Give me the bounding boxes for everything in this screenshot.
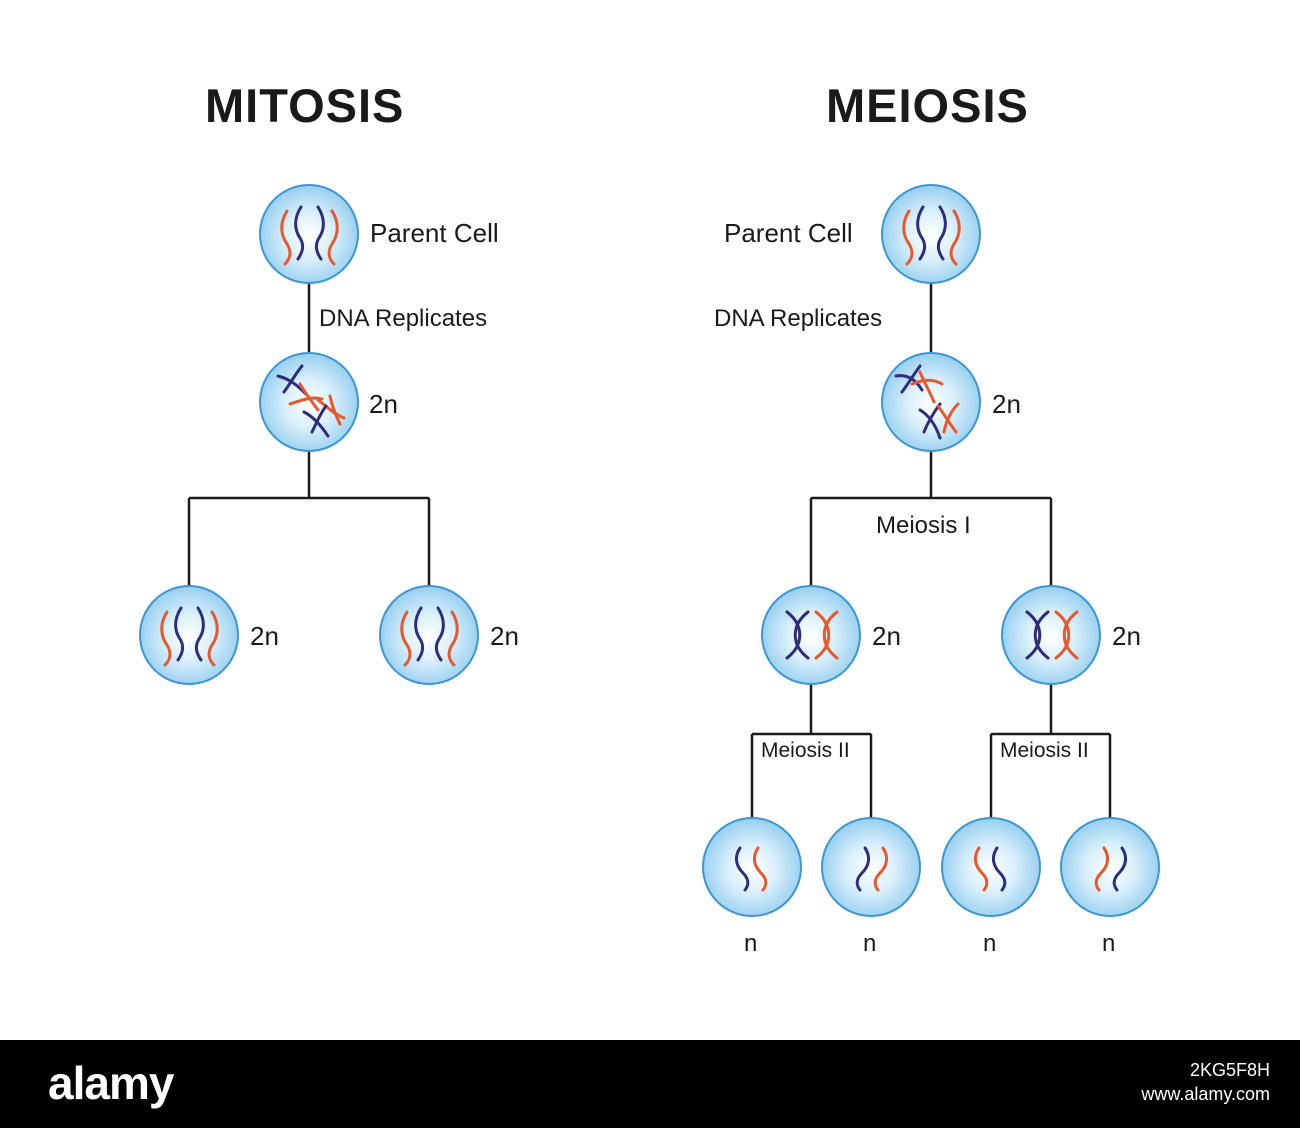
gamete-cell-2 — [821, 817, 921, 917]
gamete-ploidy-1: n — [744, 930, 758, 957]
mitosis-daughter-ploidy-1: 2n — [250, 621, 279, 651]
mitosis-replicate-label: DNA Replicates — [319, 305, 488, 332]
gamete-cell-1 — [702, 817, 802, 917]
mitosis-replicated-cell — [259, 352, 359, 452]
mitosis-daughter-cell-2 — [379, 585, 479, 685]
meiosis-parent-label: Parent Cell — [724, 218, 853, 248]
image-id-block: 2KG5F8H www.alamy.com — [1141, 1058, 1271, 1106]
meiosis-ii-label-1: Meiosis II — [761, 739, 850, 762]
meiosis-i-ploidy-2: 2n — [1112, 621, 1141, 651]
meiosis-i-cell-2 — [1001, 585, 1101, 685]
meiosis-replicated-cell — [881, 352, 981, 452]
image-id: 2KG5F8H — [1190, 1060, 1271, 1080]
mitosis-daughter-cell-1 — [139, 585, 239, 685]
gamete-cell-4 — [1060, 817, 1160, 917]
site-url: www.alamy.com — [1141, 1084, 1271, 1104]
mitosis-parent-cell — [259, 184, 359, 284]
mitosis-parent-label: Parent Cell — [370, 218, 499, 248]
meiosis-ii-label-2: Meiosis II — [1000, 739, 1089, 762]
mitosis-replicated-ploidy: 2n — [369, 389, 398, 419]
meiosis-parent-cell — [881, 184, 981, 284]
mitosis-connectors — [187, 282, 431, 586]
meiosis-replicate-label: DNA Replicates — [714, 305, 883, 332]
watermark-bar — [0, 1040, 1300, 1128]
cell-division-diagram — [139, 184, 1160, 917]
mitosis-title: MITOSIS — [205, 79, 405, 132]
meiosis-i-cell-1 — [761, 585, 861, 685]
meiosis-i-label: Meiosis I — [876, 512, 971, 539]
meiosis-i-ploidy-1: 2n — [872, 621, 901, 651]
gamete-ploidy-3: n — [983, 930, 997, 957]
meiosis-replicated-ploidy: 2n — [992, 389, 1021, 419]
meiosis-connectors — [750, 282, 1112, 820]
gamete-cell-3 — [941, 817, 1041, 917]
watermark-logo: alamy — [48, 1057, 174, 1109]
meiosis-title: MEIOSIS — [826, 79, 1029, 132]
mitosis-daughter-ploidy-2: 2n — [490, 621, 519, 651]
gamete-ploidy-4: n — [1102, 930, 1116, 957]
gamete-ploidy-2: n — [863, 930, 877, 957]
